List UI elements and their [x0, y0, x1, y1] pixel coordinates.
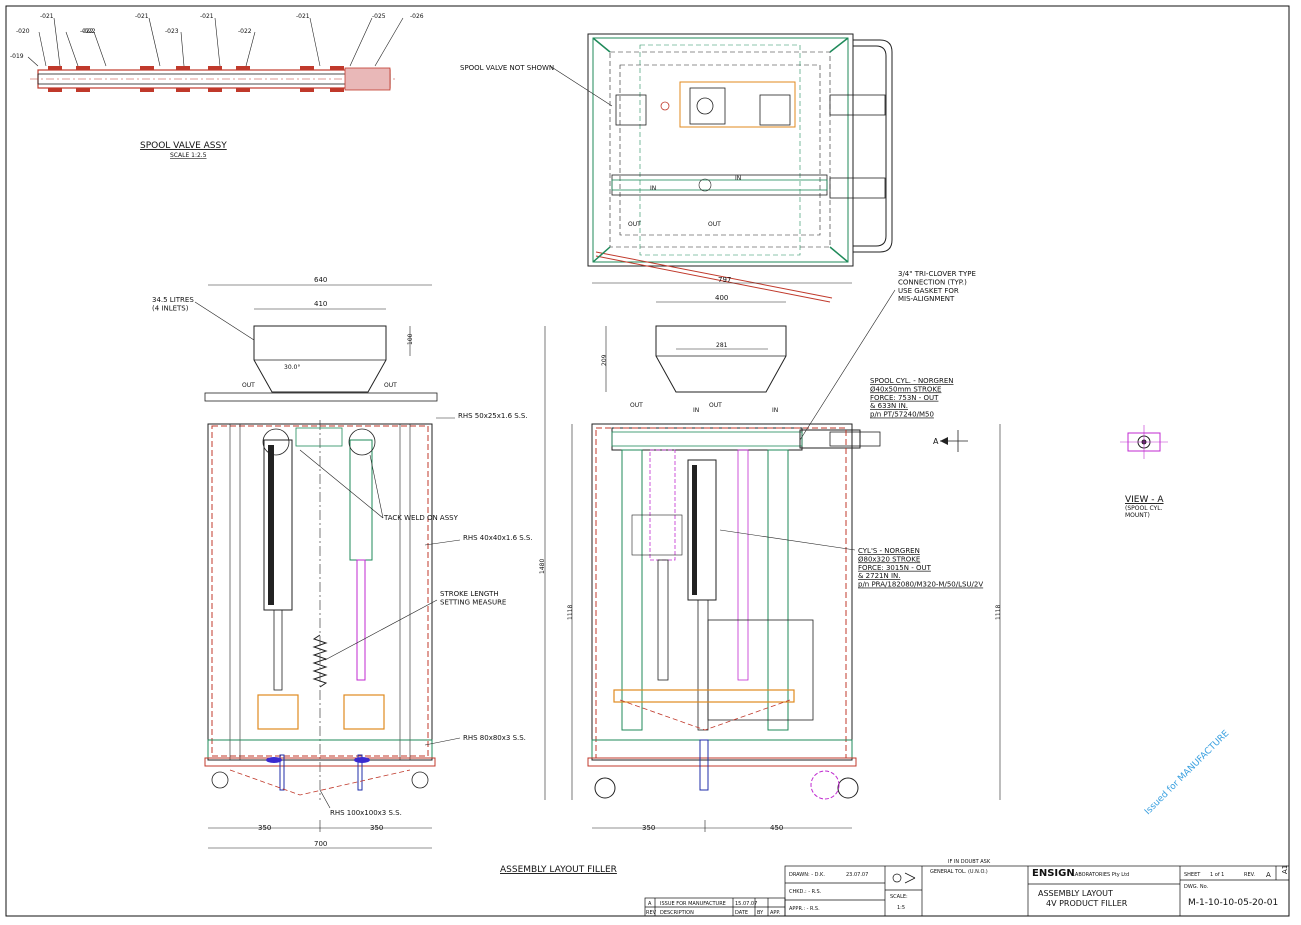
scale-value: 1:5: [897, 905, 905, 911]
sheet-label: SHEET: [1184, 872, 1201, 878]
top-out-1: OUT: [628, 221, 641, 228]
tolerance-head: IF IN DOUBT ASK: [948, 859, 991, 865]
balloon-022b: -022: [238, 28, 252, 35]
dim-350-left-b: 350: [370, 824, 383, 832]
rev-head-by: BY: [757, 910, 764, 916]
top-out-2: OUT: [708, 221, 721, 228]
spool-valve-assy-view: -021 -021 -021 -021 -025 -026 -020 -022 …: [10, 13, 424, 159]
company-sub: LABORATORIES Pty Ltd: [1072, 872, 1129, 878]
drawn-date: 23.07.07: [846, 872, 868, 878]
drawn-by: DRAWN: - D.K.: [789, 872, 825, 878]
balloon-019: -019: [10, 53, 24, 60]
checked-by: CHKD.: - R.S.: [789, 889, 822, 895]
title-block-text: DRAWN: - D.K. 23.07.07 CHKD.: - R.S. APP…: [646, 859, 1289, 916]
dim-1480: 1480: [539, 559, 546, 574]
left-elevation-view: 640 410 100 30.0° 34.5 LITRES(4 INLETS) …: [152, 276, 533, 849]
dim-797: 797: [718, 276, 731, 284]
top-in-2: IN: [735, 175, 741, 182]
view-a-marker: A: [933, 437, 939, 446]
dim-400: 400: [715, 294, 728, 302]
balloon-025: -025: [372, 13, 386, 20]
dim-700: 700: [314, 840, 327, 848]
balloon-020: -020: [16, 28, 30, 35]
view-a-subtitle: (SPOOL CYL.MOUNT): [1125, 505, 1163, 519]
dwg-no-label: DWG. No.: [1184, 884, 1209, 890]
balloon-026: -026: [410, 13, 424, 20]
dim-209: 209: [601, 354, 608, 366]
balloon-021a: -021: [40, 13, 54, 20]
sheet-size: A1: [1281, 865, 1289, 874]
sheet-value: 1 of 1: [1210, 872, 1224, 878]
rhs-40-label: RHS 40x40x1.6 S.S.: [463, 534, 533, 542]
spool-scale: SCALE 1:2.5: [170, 152, 207, 159]
hopper-litres-label: 34.5 LITRES(4 INLETS): [152, 296, 194, 312]
approved-by: APPR.: - R.S.: [789, 906, 820, 912]
rev-value: A: [1266, 871, 1271, 879]
balloon-023: -023: [165, 28, 179, 35]
top-plan-view: SPOOL VALVE NOT SHOWN IN IN OUT OUT: [460, 33, 893, 303]
left-out-1: OUT: [242, 382, 255, 389]
dim-1118-left: 1118: [567, 605, 574, 620]
dim-1118-right: 1118: [995, 605, 1002, 620]
view-a-title: VIEW - A: [1125, 495, 1164, 505]
dwg-no-value: M-1-10-10-05-20-01: [1188, 898, 1278, 908]
spool-not-shown-note: SPOOL VALVE NOT SHOWN: [460, 64, 554, 72]
left-out-2: OUT: [384, 382, 397, 389]
scale-label: SCALE:: [890, 894, 908, 900]
balloon-022a: -022: [80, 28, 94, 35]
balloon-021d: -021: [296, 13, 310, 20]
balloon-022c: -022: [82, 28, 96, 35]
rhs-100-label: RHS 100x100x3 S.S.: [330, 809, 402, 817]
company-name: ENSIGN: [1032, 868, 1075, 879]
balloon-021b: -021: [135, 13, 149, 20]
top-in-1: IN: [650, 185, 656, 192]
right-elevation-view: 797 400 281 209: [539, 270, 1002, 832]
rev-row-desc: ISSUE FOR MANUFACTURE: [660, 901, 726, 907]
dim-30-deg: 30.0°: [284, 364, 300, 371]
rhs-80-label: RHS 80x80x3 S.S.: [463, 734, 526, 742]
rev-row-letter: A: [648, 901, 652, 907]
drawing-title-2: 4V PRODUCT FILLER: [1046, 899, 1128, 908]
dim-350-right: 350: [642, 824, 655, 832]
rev-head-rev: REV: [646, 910, 657, 916]
right-out-1: OUT: [630, 402, 643, 409]
dim-350-left-a: 350: [258, 824, 271, 832]
dim-410: 410: [314, 300, 327, 308]
right-out-2: OUT: [709, 402, 722, 409]
dim-100: 100: [407, 333, 414, 345]
right-in-1: IN: [693, 407, 699, 414]
view-a-detail: VIEW - A (SPOOL CYL.MOUNT): [1120, 425, 1168, 519]
main-drawing-title: ASSEMBLY LAYOUT FILLER: [500, 865, 617, 875]
rev-row-date: 15.07.07: [735, 901, 757, 907]
tolerance-sub: GENERAL TOL. (U.N.O.): [930, 869, 988, 875]
right-in-2: IN: [772, 407, 778, 414]
title-block: [644, 865, 1290, 917]
dim-640: 640: [314, 276, 327, 284]
rev-head-desc: DESCRIPTION: [660, 910, 694, 916]
dim-281: 281: [716, 342, 728, 349]
spool-title: SPOOL VALVE ASSY: [140, 141, 227, 151]
rev-head-app: APP.: [770, 910, 781, 916]
rev-label: REV.: [1244, 872, 1255, 878]
rev-head-date: DATE: [735, 910, 748, 916]
tack-weld-label: TACK WELD ON ASSY: [383, 514, 459, 522]
issued-stamp: Issued for MANUFACTURE: [1143, 729, 1232, 818]
balloon-021c: -021: [200, 13, 214, 20]
dim-450: 450: [770, 824, 783, 832]
rhs-50-label: RHS 50x25x1.6 S.S.: [458, 412, 528, 420]
drawing-title-1: ASSEMBLY LAYOUT: [1038, 889, 1113, 898]
